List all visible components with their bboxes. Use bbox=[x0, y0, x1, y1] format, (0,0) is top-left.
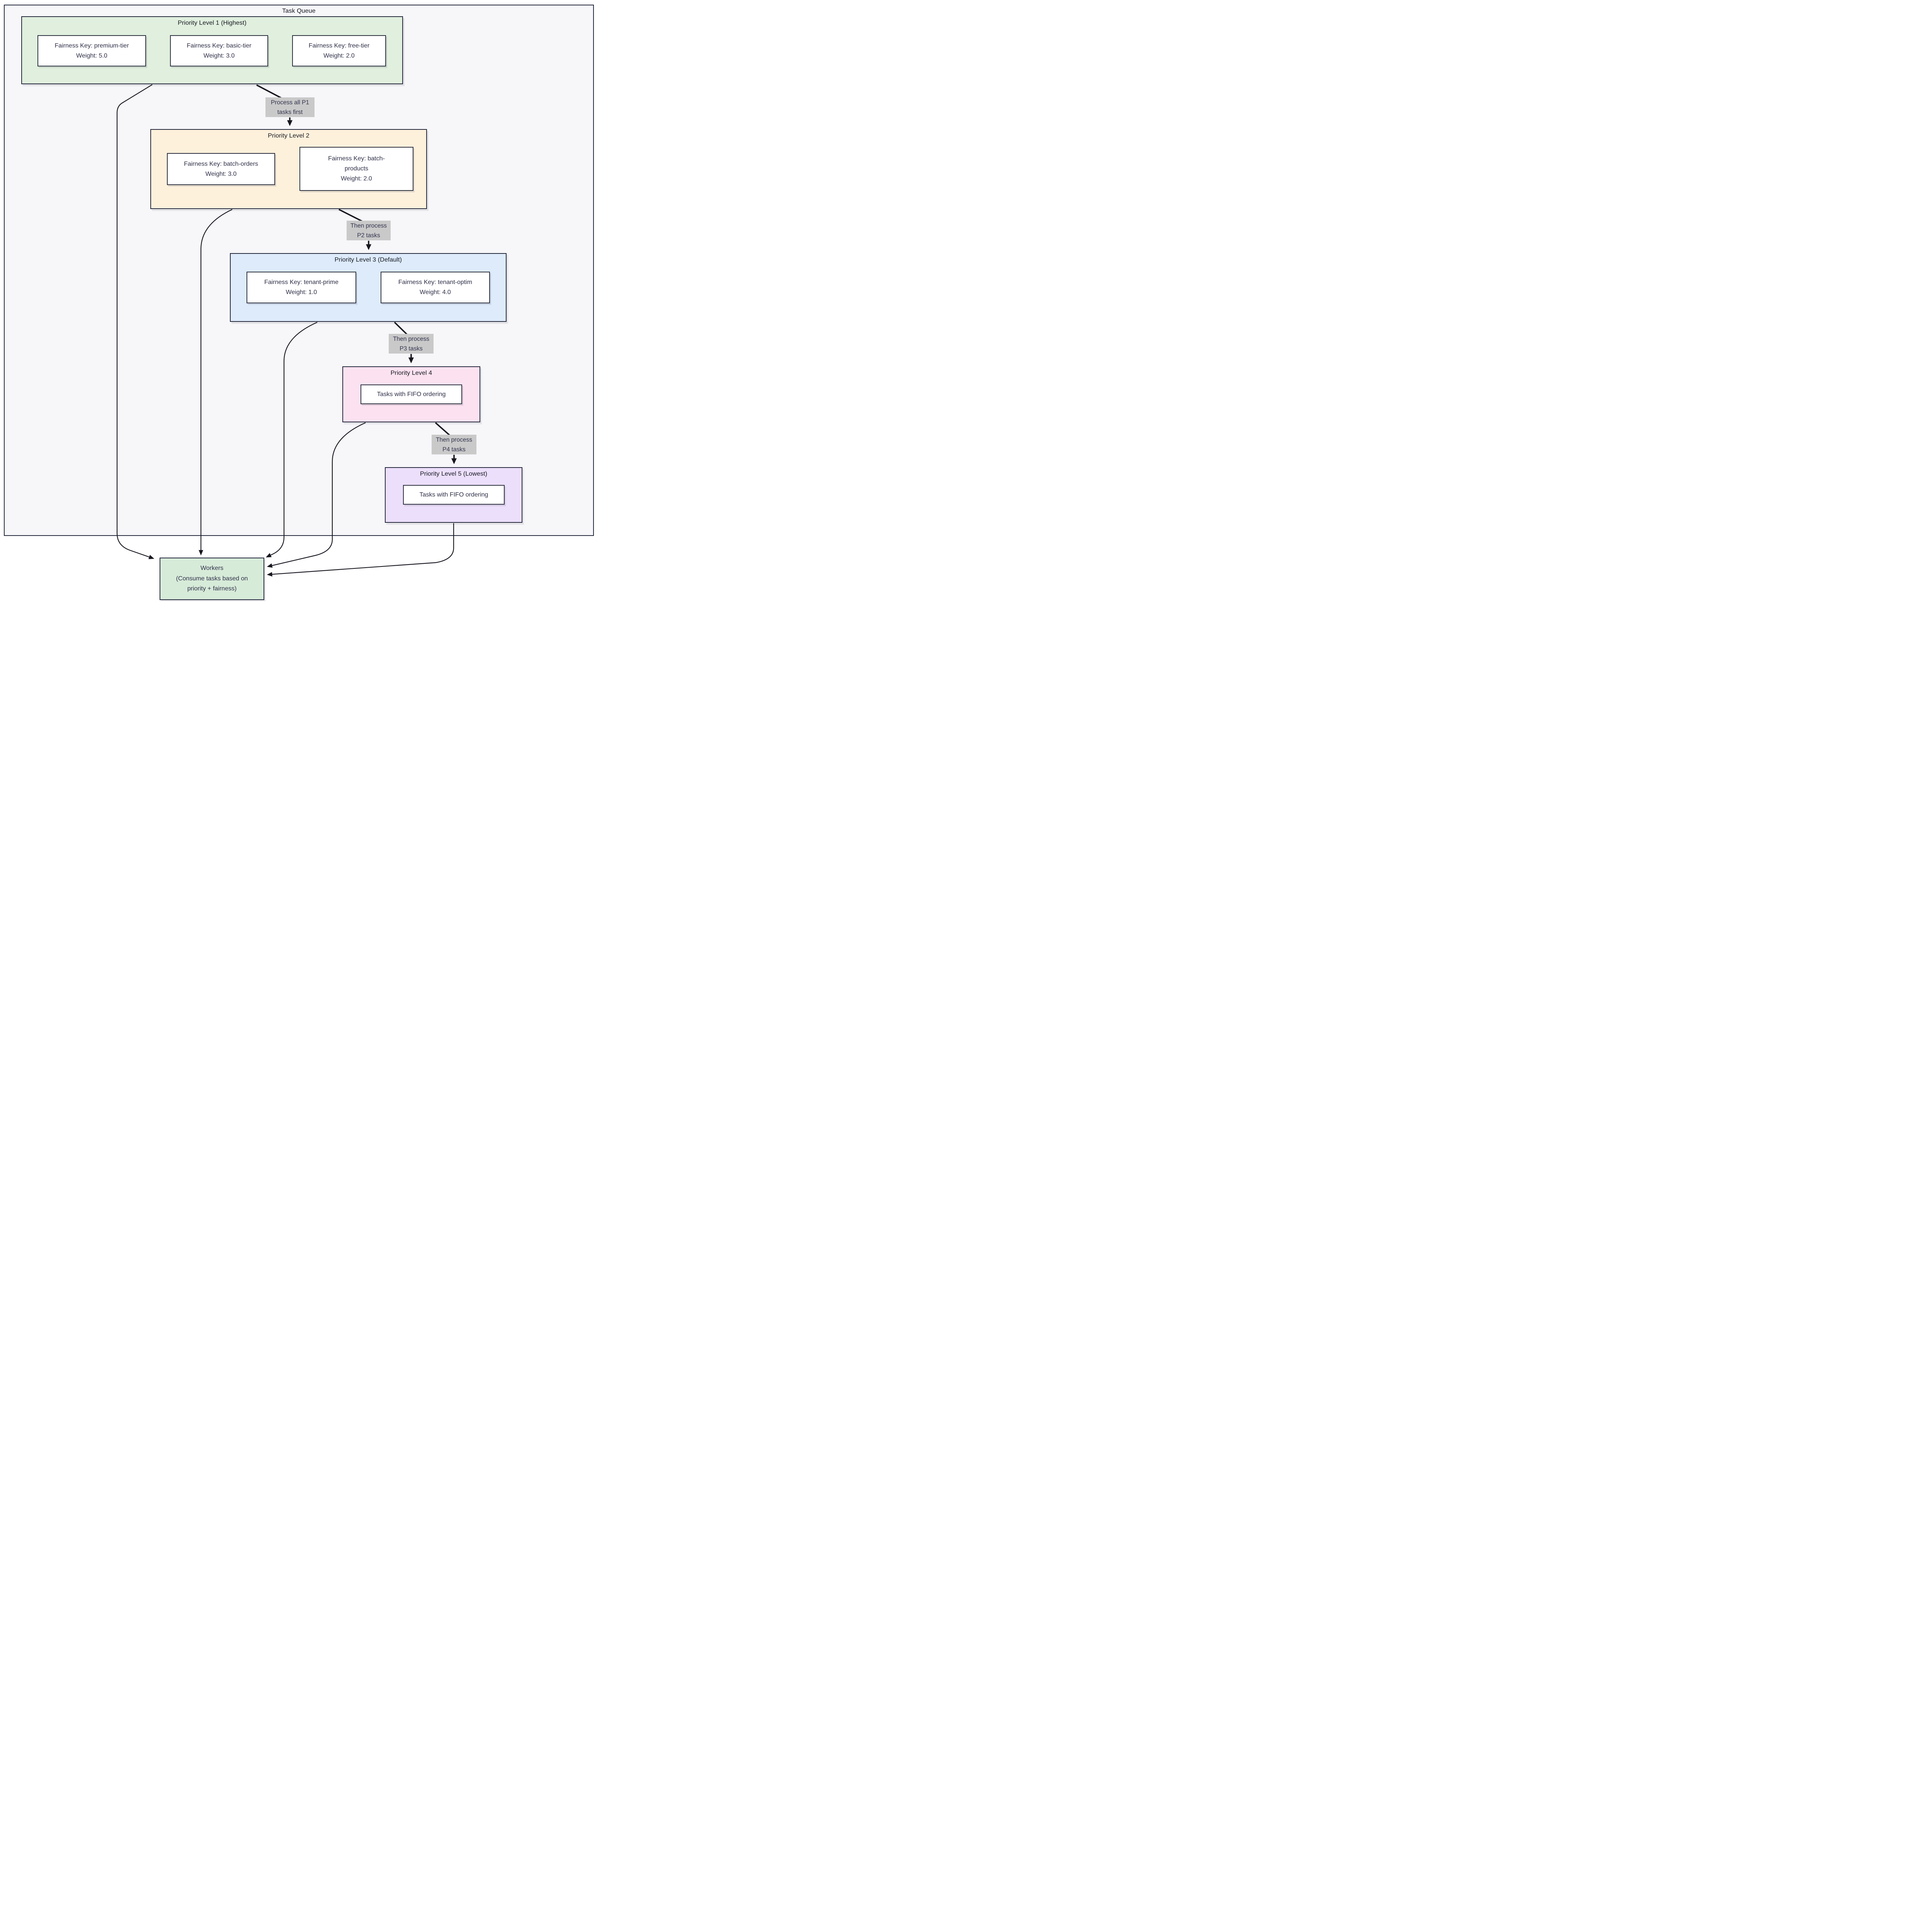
node-text-line: priority + fairness) bbox=[187, 585, 237, 592]
group-priority-level-5-title: Priority Level 5 (Lowest) bbox=[420, 471, 488, 477]
edge-label-then-process-p3: Then process P3 tasks bbox=[389, 334, 434, 354]
task-queue-title: Task Queue bbox=[282, 8, 316, 14]
node-workers: Workers (Consume tasks based on priority… bbox=[160, 558, 264, 600]
node-text-line: Weight: 3.0 bbox=[203, 52, 235, 59]
edge-label-then-process-p4: Then process P4 tasks bbox=[432, 435, 476, 454]
edge-label-line: P2 tasks bbox=[357, 232, 380, 239]
node-fairness-tenant-prime: Fairness Key: tenant-prime Weight: 1.0 bbox=[247, 272, 356, 303]
node-text-line: Workers bbox=[200, 565, 224, 572]
edge-label-line: tasks first bbox=[277, 109, 303, 116]
edge-label-line: P3 tasks bbox=[400, 345, 423, 352]
flowchart-canvas: Task Queue Priority Level 1 (Highest) Fa… bbox=[0, 0, 596, 601]
group-priority-level-4-title: Priority Level 4 bbox=[390, 370, 432, 376]
node-fairness-premium-tier: Fairness Key: premium-tier Weight: 5.0 bbox=[37, 35, 146, 66]
node-fairness-batch-products: Fairness Key: batch- products Weight: 2.… bbox=[299, 147, 413, 191]
node-p5-fifo: Tasks with FIFO ordering bbox=[403, 485, 505, 505]
group-priority-level-1-title: Priority Level 1 (Highest) bbox=[178, 20, 247, 26]
node-text-line: Weight: 4.0 bbox=[420, 289, 451, 296]
node-p4-fifo: Tasks with FIFO ordering bbox=[361, 384, 462, 404]
edge-label-line: Process all P1 bbox=[270, 99, 310, 106]
node-text-line: Fairness Key: premium-tier bbox=[54, 42, 129, 49]
node-fairness-batch-orders: Fairness Key: batch-orders Weight: 3.0 bbox=[167, 153, 275, 185]
node-fairness-basic-tier: Fairness Key: basic-tier Weight: 3.0 bbox=[170, 35, 268, 66]
node-text-line: Weight: 5.0 bbox=[76, 52, 107, 59]
edge-label-then-process-p2: Then process P2 tasks bbox=[347, 221, 391, 240]
node-text-line: Fairness Key: basic-tier bbox=[187, 42, 252, 49]
node-text-line: Tasks with FIFO ordering bbox=[377, 391, 446, 398]
node-text-line: Tasks with FIFO ordering bbox=[419, 491, 488, 498]
node-text-line: Weight: 3.0 bbox=[205, 170, 237, 177]
edge-label-line: Then process bbox=[350, 222, 387, 229]
edge-label-line: P4 tasks bbox=[442, 446, 466, 453]
node-text-line: (Consume tasks based on bbox=[176, 575, 248, 582]
node-text-line: Fairness Key: batch- bbox=[328, 155, 385, 162]
node-text-line: Fairness Key: batch-orders bbox=[184, 160, 259, 167]
edge-label-line: Then process bbox=[393, 335, 429, 342]
node-text-line: Weight: 2.0 bbox=[323, 52, 355, 59]
node-text-line: Fairness Key: free-tier bbox=[308, 42, 370, 49]
node-fairness-free-tier: Fairness Key: free-tier Weight: 2.0 bbox=[292, 35, 386, 66]
node-text-line: Fairness Key: tenant-prime bbox=[264, 279, 339, 286]
node-text-line: Weight: 2.0 bbox=[341, 175, 372, 182]
node-fairness-tenant-optim: Fairness Key: tenant-optim Weight: 4.0 bbox=[381, 272, 490, 303]
edge-label-process-all-p1: Process all P1 tasks first bbox=[265, 97, 315, 117]
node-text-line: products bbox=[344, 165, 369, 172]
node-text-line: Fairness Key: tenant-optim bbox=[398, 279, 473, 286]
node-text-line: Weight: 1.0 bbox=[286, 289, 317, 296]
group-priority-level-3-title: Priority Level 3 (Default) bbox=[334, 257, 402, 263]
group-priority-level-2-title: Priority Level 2 bbox=[268, 133, 310, 139]
edge-label-line: Then process bbox=[436, 436, 472, 443]
